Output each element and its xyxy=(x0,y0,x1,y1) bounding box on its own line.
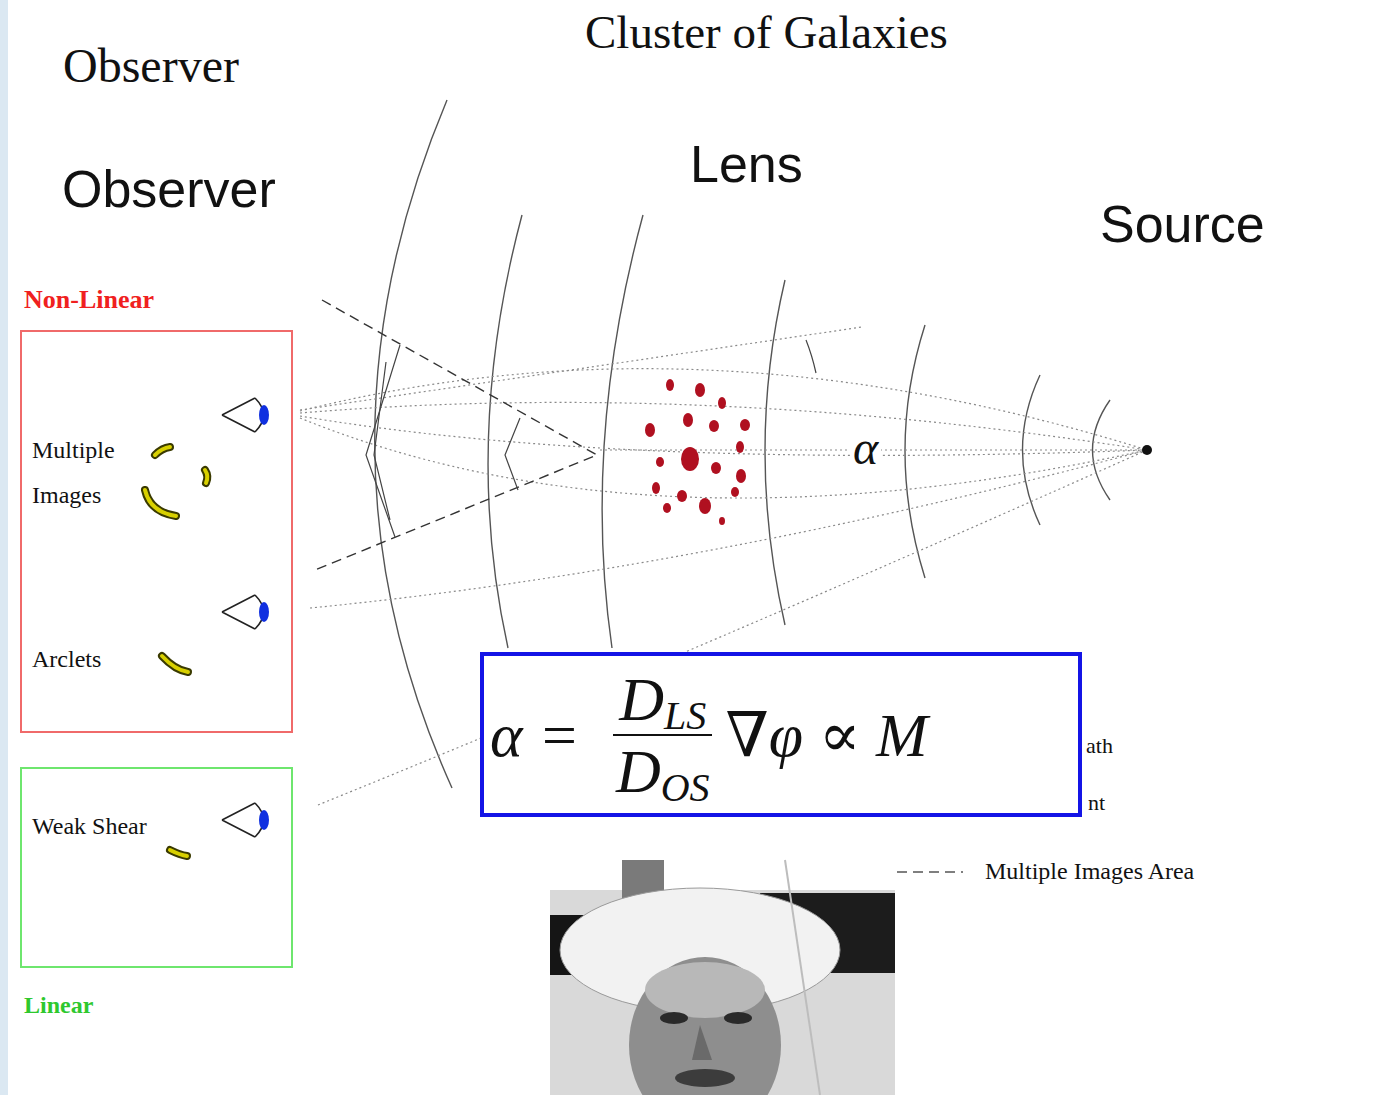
cluster-heading: Cluster of Galaxies xyxy=(585,5,948,59)
cluster-galaxy xyxy=(718,397,726,409)
wavefront-arc xyxy=(602,215,643,648)
cluster-galaxy xyxy=(736,441,744,453)
formula-fraction: DLSDOS xyxy=(610,668,716,802)
cluster-galaxy xyxy=(695,383,705,397)
deflection-angle: α xyxy=(850,420,881,475)
observer-eye xyxy=(222,398,269,432)
cluster-galaxy xyxy=(656,457,664,467)
cluster-galaxy xyxy=(645,379,750,525)
cluster-galaxy xyxy=(663,503,671,513)
observer-eye xyxy=(222,803,269,837)
cut-text: nt xyxy=(1088,790,1105,815)
lens-label: Lens xyxy=(690,135,803,195)
legend-swatch xyxy=(897,855,963,889)
region-heading: Linear xyxy=(24,991,93,1020)
einstein-photo xyxy=(675,1069,735,1087)
cluster-galaxy xyxy=(677,490,687,502)
observer-heading: Observer xyxy=(63,38,239,93)
cluster-galaxy xyxy=(681,447,699,471)
lens-caustic-mark xyxy=(366,340,816,537)
source-point xyxy=(1142,445,1152,455)
observer-eye xyxy=(222,803,264,837)
cluster-galaxy xyxy=(699,498,711,514)
page-edge-strip xyxy=(0,0,8,1095)
cluster-galaxy xyxy=(652,482,660,494)
distance-subscript: OS xyxy=(661,768,710,808)
cluster-galaxy xyxy=(645,423,655,437)
lens-caustic-mark xyxy=(806,340,816,373)
einstein-photo xyxy=(629,957,781,1095)
light-ray xyxy=(300,418,1147,498)
formula-box: α =DLSDOS∇φ ∝ M xyxy=(480,652,1082,817)
observer-label: Observer xyxy=(62,160,276,220)
lensed-image xyxy=(145,447,207,856)
lensed-image xyxy=(155,447,170,455)
linear-region: Weak ShearLinear xyxy=(20,767,293,968)
cluster-galaxy xyxy=(740,419,750,431)
fraction-numerator: DLS xyxy=(613,668,712,736)
cluster-galaxy xyxy=(736,469,746,483)
fraction-denominator: DOS xyxy=(610,736,716,802)
einstein-photo xyxy=(785,860,820,1095)
wavefront-arc xyxy=(905,325,925,578)
image-type: Arclets xyxy=(32,645,101,674)
einstein-photo xyxy=(692,1025,712,1060)
lensed-image xyxy=(205,470,207,483)
observer-eye xyxy=(222,398,269,837)
light-ray xyxy=(300,369,1147,450)
observer-eye xyxy=(222,398,264,432)
cluster-galaxy xyxy=(719,517,725,525)
light-ray xyxy=(310,450,1147,608)
lensed-image xyxy=(145,490,176,516)
multiple-images-boundary xyxy=(315,300,597,570)
distance-symbol: D xyxy=(616,740,661,802)
lensed-image xyxy=(162,656,188,672)
cluster-galaxy xyxy=(731,487,739,497)
lens-caustic-mark xyxy=(366,345,400,537)
wavefront-arc xyxy=(488,215,522,648)
observer-eye xyxy=(259,405,269,425)
observer-eye xyxy=(222,595,269,629)
wavefront-arc xyxy=(375,100,452,788)
lens-caustic-mark xyxy=(505,418,520,490)
image-type: Multiple Images xyxy=(32,428,152,518)
region-heading: Non-Linear xyxy=(24,284,154,315)
lensed-image xyxy=(145,447,207,856)
lensed-image xyxy=(205,470,207,483)
lensed-image xyxy=(155,447,170,455)
formula-lhs: α = xyxy=(490,704,580,766)
distance-subscript: LS xyxy=(664,696,706,736)
lensed-image xyxy=(145,447,207,856)
einstein-photo xyxy=(724,1012,752,1024)
cut-text: ath xyxy=(1086,733,1113,758)
lensed-image xyxy=(170,850,187,856)
lensed-image xyxy=(170,850,187,856)
legend-text: Multiple Images Area xyxy=(985,857,1194,886)
cluster-galaxy xyxy=(709,420,719,432)
distance-symbol: D xyxy=(619,668,664,730)
source-label: Source xyxy=(1100,195,1265,255)
lensed-image xyxy=(145,490,176,516)
cluster-galaxy xyxy=(711,462,721,474)
legend-dash-sample xyxy=(897,871,963,873)
formula-rhs: ∇φ ∝ M xyxy=(726,704,928,766)
light-ray xyxy=(300,416,1147,455)
cluster-galaxy xyxy=(666,379,674,391)
light-ray xyxy=(300,402,1147,450)
einstein-photo xyxy=(645,962,765,1018)
lensed-image xyxy=(162,656,188,672)
einstein-photo xyxy=(660,1012,688,1024)
observer-eye xyxy=(259,602,269,622)
observer-eye xyxy=(259,810,269,830)
nonlinear-region: Non-LinearMultiple ImagesArclets xyxy=(20,330,293,733)
observer-eye xyxy=(222,595,264,629)
cluster-galaxy xyxy=(683,413,693,427)
image-type: Weak Shear xyxy=(32,812,147,841)
lens-caustic-mark xyxy=(374,362,390,520)
wavefront-arc xyxy=(765,280,785,625)
einstein-photo xyxy=(550,860,895,1095)
